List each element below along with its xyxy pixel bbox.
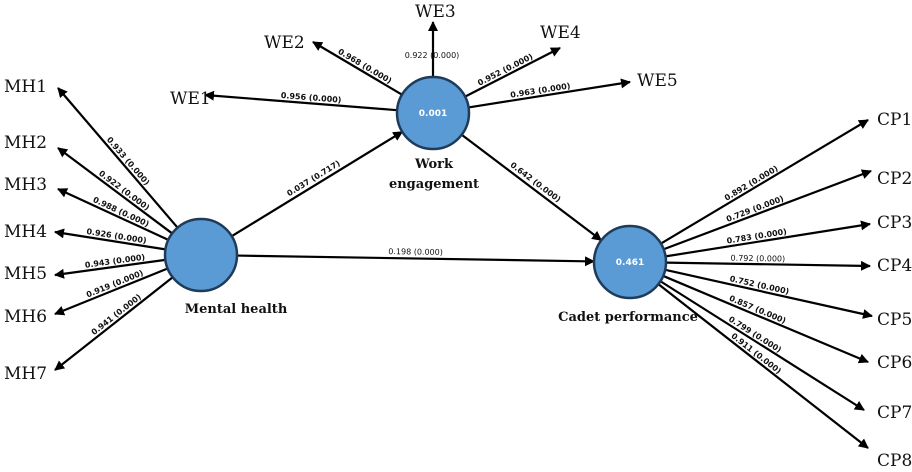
loading-arrow-mh1: [57, 87, 179, 229]
indicator-cp7: CP7: [877, 403, 912, 423]
path-label-we-cp: 0.642 (0.000): [508, 160, 562, 204]
indicator-we5: WE5: [637, 71, 678, 91]
loading-arrow-mh4: [54, 228, 166, 251]
loading-arrow-cp4: [665, 260, 871, 271]
loading-label-we3: 0.922 (0.000): [405, 51, 460, 60]
loading-arrow-cp1: [660, 119, 869, 245]
edges-layer: [54, 21, 873, 449]
indicator-mh4: MH4: [4, 222, 47, 242]
loading-label-cp4: 0.792 (0.000): [731, 254, 786, 264]
indicator-cp4: CP4: [877, 256, 912, 276]
loading-arrow-cp7: [659, 280, 865, 411]
loading-label-we4: 0.952 (0.000): [476, 52, 534, 88]
construct-mh: Mental health: [163, 217, 288, 317]
indicator-we2: WE2: [264, 33, 305, 53]
construct-label-we-line2: engagement: [389, 177, 479, 192]
path-arrow-mh-cp: [236, 254, 596, 267]
construct-circle-we: [395, 75, 471, 151]
indicator-cp8: CP8: [877, 451, 912, 471]
construct-label-cp: Cadet performance: [558, 310, 698, 325]
loading-label-we2: 0.968 (0.000): [336, 47, 393, 86]
loading-arrow-we1: [204, 90, 398, 112]
loading-label-cp1: 0.892 (0.000): [723, 164, 780, 203]
indicator-mh6: MH6: [4, 307, 47, 327]
indicator-mh5: MH5: [4, 264, 47, 284]
r-squared-we: 0.001: [419, 109, 447, 119]
path-arrow-mh-we: [231, 130, 404, 238]
construct-circle-cp: [592, 224, 668, 300]
loading-arrow-we2: [312, 41, 403, 96]
indicator-cp3: CP3: [877, 213, 912, 233]
loading-arrow-cp3: [665, 220, 871, 258]
indicator-we1: WE1: [170, 89, 211, 109]
path-label-mh-cp: 0.198 (0.000): [388, 247, 443, 257]
loading-arrow-mh2: [57, 147, 173, 235]
path-label-mh-we: 0.037 (0.717): [285, 159, 341, 198]
loading-label-mh7: 0.941 (0.000): [90, 292, 143, 337]
indicator-mh2: MH2: [4, 133, 47, 153]
construct-circle-mh: [163, 217, 239, 293]
indicator-cp6: CP6: [877, 353, 912, 373]
loading-arrow-cp6: [662, 274, 869, 364]
indicator-mh7: MH7: [4, 364, 47, 384]
loading-arrow-mh3: [57, 188, 169, 241]
path-arrow-we-cp: [461, 133, 603, 242]
indicator-we4: WE4: [540, 23, 581, 43]
indicator-mh1: MH1: [4, 77, 47, 97]
loading-arrow-we5: [468, 78, 631, 109]
construct-label-we-line1: Work: [414, 157, 454, 172]
indicator-cp2: CP2: [877, 169, 912, 189]
loading-arrow-cp5: [664, 268, 873, 319]
loading-arrow-mh6: [54, 267, 169, 316]
loading-arrow-cp2: [663, 169, 872, 251]
construct-label-mh: Mental health: [185, 302, 288, 317]
loading-arrow-cp8: [657, 283, 869, 449]
indicator-cp5: CP5: [877, 310, 912, 330]
loading-arrow-we4: [464, 47, 561, 98]
indicator-we3: WE3: [415, 2, 456, 22]
loading-arrow-mh7: [54, 276, 174, 371]
r-squared-cp: 0.461: [616, 258, 644, 268]
indicator-mh3: MH3: [4, 175, 47, 195]
indicator-cp1: CP1: [877, 110, 912, 130]
loading-arrow-mh5: [54, 258, 166, 279]
